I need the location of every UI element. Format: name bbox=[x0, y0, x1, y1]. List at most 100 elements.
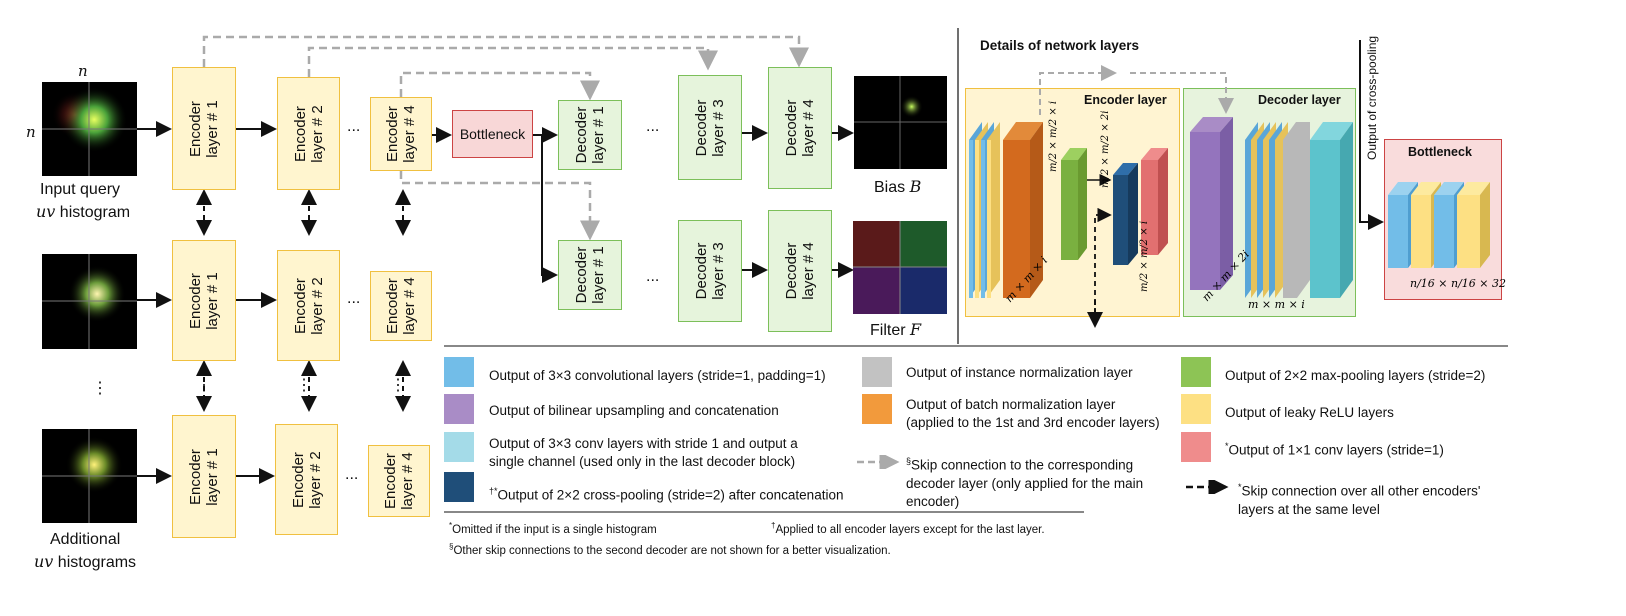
decoder-instancenorm-slab bbox=[1283, 122, 1310, 298]
vertical-ellipsis: ⋮ bbox=[296, 377, 312, 394]
query-histogram-image bbox=[42, 82, 137, 176]
legend-text-crosspool: †*Output of 2×2 cross-pooling (stride=2)… bbox=[489, 482, 843, 505]
legend-swatch-conv-single bbox=[444, 432, 474, 462]
dim-enc-half: m/2 × m/2 × i bbox=[1048, 101, 1059, 172]
footnote-3-text: Other skip connections to the second dec… bbox=[453, 544, 891, 557]
ellipsis: ... bbox=[345, 466, 359, 483]
input-query-label: Input query bbox=[40, 181, 121, 198]
legend-text-upsampling: Output of bilinear upsampling and concat… bbox=[489, 403, 779, 418]
details-title: Details of network layers bbox=[980, 38, 1140, 53]
n-label-top: n bbox=[78, 62, 88, 80]
filter-word: Filter bbox=[870, 322, 906, 339]
legend-swatch-leakyrelu bbox=[1181, 394, 1211, 424]
legend-text-maxpool: Output of 2×2 max-pooling layers (stride… bbox=[1225, 368, 1486, 383]
filter-label: Filter F bbox=[870, 320, 921, 340]
bottleneck-panel-title: Bottleneck bbox=[1408, 145, 1472, 159]
legend-skip-line3: encoder) bbox=[906, 493, 960, 509]
legend-skip-all-prefix: * bbox=[1238, 482, 1242, 492]
additional-label-2: uv histograms bbox=[34, 552, 136, 572]
legend-text-skip-all: *Skip connection over all other encoders… bbox=[1238, 478, 1480, 519]
legend-text-skip: §Skip connection to the corresponding dec… bbox=[906, 452, 1143, 511]
legend-conv-single-line2: single channel (used only in the last de… bbox=[489, 454, 796, 469]
input-query-label-2: uv histogram bbox=[36, 202, 130, 222]
legend-swatch-conv1x1 bbox=[1181, 432, 1211, 462]
decoder-final-conv-slab bbox=[1310, 122, 1353, 298]
encoder-layer-title: Encoder layer bbox=[1084, 93, 1167, 107]
encoder-relu-slab-2 bbox=[987, 122, 1000, 298]
footnote-1-prefix: * bbox=[449, 521, 453, 530]
legend-swatch-batchnorm bbox=[862, 394, 892, 424]
ellipsis: ... bbox=[646, 118, 660, 135]
legend-skip-gray-arrow bbox=[857, 455, 900, 469]
footnote-1: *Omitted if the input is a single histog… bbox=[449, 521, 657, 536]
ellipsis: ... bbox=[646, 268, 660, 285]
dim-enc-out: m/2 × m/2 × i bbox=[1139, 221, 1150, 292]
legend-text-conv3x3: Output of 3×3 convolutional layers (stri… bbox=[489, 368, 826, 383]
bias-symbol: B bbox=[909, 177, 922, 196]
legend-crosspool-text: Output of 2×2 cross-pooling (stride=2) a… bbox=[497, 487, 844, 503]
encoder-batchnorm-slab bbox=[1003, 122, 1043, 298]
legend-text-conv-single: Output of 3×3 conv layers with stride 1 … bbox=[489, 435, 798, 471]
legend-skip-all-line2: layers at the same level bbox=[1238, 501, 1380, 517]
legend-skip-line2: decoder layer (only applied for the main bbox=[906, 475, 1144, 491]
bias-label: Bias B bbox=[874, 177, 921, 197]
additional-histogram-image-2 bbox=[42, 429, 137, 523]
legend-crosspool-prefix: †* bbox=[489, 486, 498, 496]
footnote-1-text: Omitted if the input is a single histogr… bbox=[452, 523, 657, 536]
additional-label: Additional bbox=[50, 531, 121, 548]
bias-word: Bias bbox=[874, 179, 906, 196]
footnote-3: §Other skip connections to the second de… bbox=[449, 542, 891, 557]
encoder-1x1conv-slab bbox=[1141, 148, 1168, 255]
ellipsis: ... bbox=[347, 118, 361, 135]
footnote-2-prefix: † bbox=[771, 521, 776, 530]
histograms-word: histograms bbox=[57, 554, 137, 571]
legend-skip-line1: Skip connection to the corresponding bbox=[911, 457, 1134, 473]
encoder-maxpool-slab bbox=[1061, 148, 1087, 260]
footnote-2-text: Applied to all encoder layers except for… bbox=[775, 523, 1045, 536]
decoder-upsample-slab bbox=[1190, 117, 1233, 290]
legend-text-leakyrelu: Output of leaky ReLU layers bbox=[1225, 405, 1394, 420]
dim-dec-out: m × m × i bbox=[1248, 298, 1305, 311]
legend-swatch-crosspool bbox=[444, 472, 474, 502]
legend-batchnorm-line2: (applied to the 1st and 3rd encoder laye… bbox=[906, 415, 1160, 430]
uv-symbol: uv bbox=[34, 552, 54, 571]
bottleneck-relu-slab-2 bbox=[1457, 182, 1490, 268]
footnote-3-prefix: § bbox=[449, 542, 454, 551]
ellipsis: ... bbox=[347, 290, 361, 307]
uv-symbol: uv bbox=[36, 202, 56, 221]
vertical-ellipsis-hist: ⋮ bbox=[92, 380, 108, 397]
legend-swatch-conv3x3 bbox=[444, 357, 474, 387]
legend-skip-prefix: § bbox=[906, 456, 912, 466]
decoder-layer-title: Decoder layer bbox=[1258, 93, 1341, 107]
bias-output-image bbox=[854, 76, 947, 169]
encoder-crosspool-slab bbox=[1113, 163, 1138, 265]
legend-text-batchnorm: Output of batch normalization layer (appl… bbox=[906, 396, 1160, 432]
legend-conv1x1-text: Output of 1×1 conv layers (stride=1) bbox=[1228, 442, 1444, 458]
additional-histogram-image-1 bbox=[42, 254, 137, 349]
bottleneck-block: Bottleneck bbox=[452, 110, 533, 158]
legend-conv-single-line1: Output of 3×3 conv layers with stride 1 … bbox=[489, 436, 798, 451]
legend-text-instancenorm: Output of instance normalization layer bbox=[906, 365, 1133, 380]
legend-swatch-upsampling bbox=[444, 394, 474, 424]
legend-conv1x1-prefix: * bbox=[1225, 441, 1229, 451]
legend-skip-black-arrow bbox=[1186, 480, 1229, 494]
dim-bottleneck: n/16 × n/16 × 32 bbox=[1410, 277, 1506, 290]
legend-text-conv1x1: *Output of 1×1 conv layers (stride=1) bbox=[1225, 437, 1444, 460]
legend-swatch-maxpool bbox=[1181, 357, 1211, 387]
legend-batchnorm-line1: Output of batch normalization layer bbox=[906, 397, 1116, 412]
